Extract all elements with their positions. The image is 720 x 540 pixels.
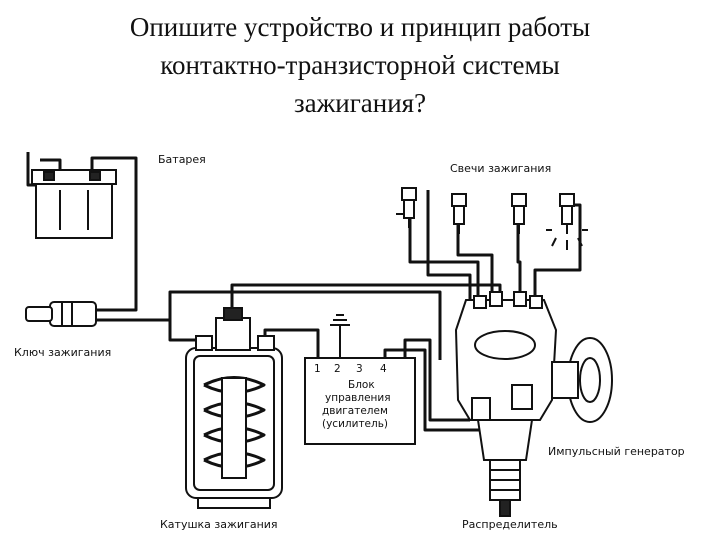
key-to-coil-wire [96,290,442,360]
plug-cable-1 [408,200,480,300]
spark-plug-3 [511,193,527,234]
plug-cable-3 [516,210,522,300]
plug-4-cap [559,193,575,207]
label-pulse-generator: Импульсный генератор [548,445,685,458]
distributor-housing [476,419,534,461]
coil-core [221,377,247,479]
ignition-coil [185,307,283,509]
title-line-2: контактно-транзисторной системы [160,50,560,80]
spark-plug-1 [396,187,417,228]
coil-tower [215,317,251,351]
terminal-3: 3 [356,363,363,375]
label-ignition-coil: Катушка зажигания [160,518,278,531]
cap-terminal-4 [529,295,543,309]
ignition-key-switch [25,301,97,327]
battery-body [35,175,113,239]
distributor-rotor [474,330,536,360]
plug-3-cap [511,193,527,207]
terminal-2: 2 [334,363,341,375]
distributor-clamp [511,384,533,410]
cap-terminal-1 [473,295,487,309]
pulse-generator-connector [471,397,491,421]
coil-winding [203,376,266,469]
control-unit-box [304,357,416,445]
battery-terminal-neg [43,171,55,181]
key-switch-head [25,306,53,322]
plug-cable-5 [426,190,472,300]
coil-base [197,497,271,509]
spark-plug-4 [546,193,588,250]
label-spark-plugs: Свечи зажигания [450,162,551,175]
control-unit: 1 2 3 4 Блок управления двигателем (усил… [304,357,416,445]
battery-to-key-wire [90,156,138,312]
plug-3-body [513,205,525,225]
plug-4-body [561,205,573,225]
label-ignition-key: Ключ зажигания [14,346,111,359]
spark-plugs [396,187,588,250]
cap-terminal-2 [489,291,503,307]
coil-hv-terminal [223,307,243,321]
coil-hv-wire [230,283,502,318]
distributor [454,291,613,517]
vacuum-link [551,361,579,399]
control-unit-label-1: Блок [348,379,375,391]
label-battery: Батарея [158,153,206,166]
control-unit-label-2: управления [325,392,391,404]
coil-terminal-right [257,335,275,351]
control-unit-label-4: (усилитель) [322,418,388,430]
plug-1-body [403,199,415,219]
plug-2-body [453,205,465,225]
vacuum-diaphragm [579,357,601,403]
plug-2-cap [451,193,467,207]
control-unit-label-3: двигателем [322,405,388,417]
coil-terminal-left [195,335,213,351]
plug-cable-4 [533,203,582,300]
battery [31,169,117,239]
plug-1-cap [401,187,417,201]
battery-terminal-pos [89,171,101,181]
title-line-3: зажигания? [293,88,427,118]
spark-plug-2 [451,193,467,234]
terminal-4: 4 [380,363,387,375]
cap-terminal-3 [513,291,527,307]
terminal-1: 1 [314,363,321,375]
unit-to-generator-wire-2 [383,348,480,432]
slide-title: Опишите устройство и принцип работы конт… [0,8,720,122]
unit-to-generator-wire [403,338,470,422]
spark-icon [546,229,588,250]
distributor-drive [499,499,511,517]
title-line-1: Опишите устройство и принцип работы [129,12,591,42]
label-distributor: Распределитель [462,518,558,531]
